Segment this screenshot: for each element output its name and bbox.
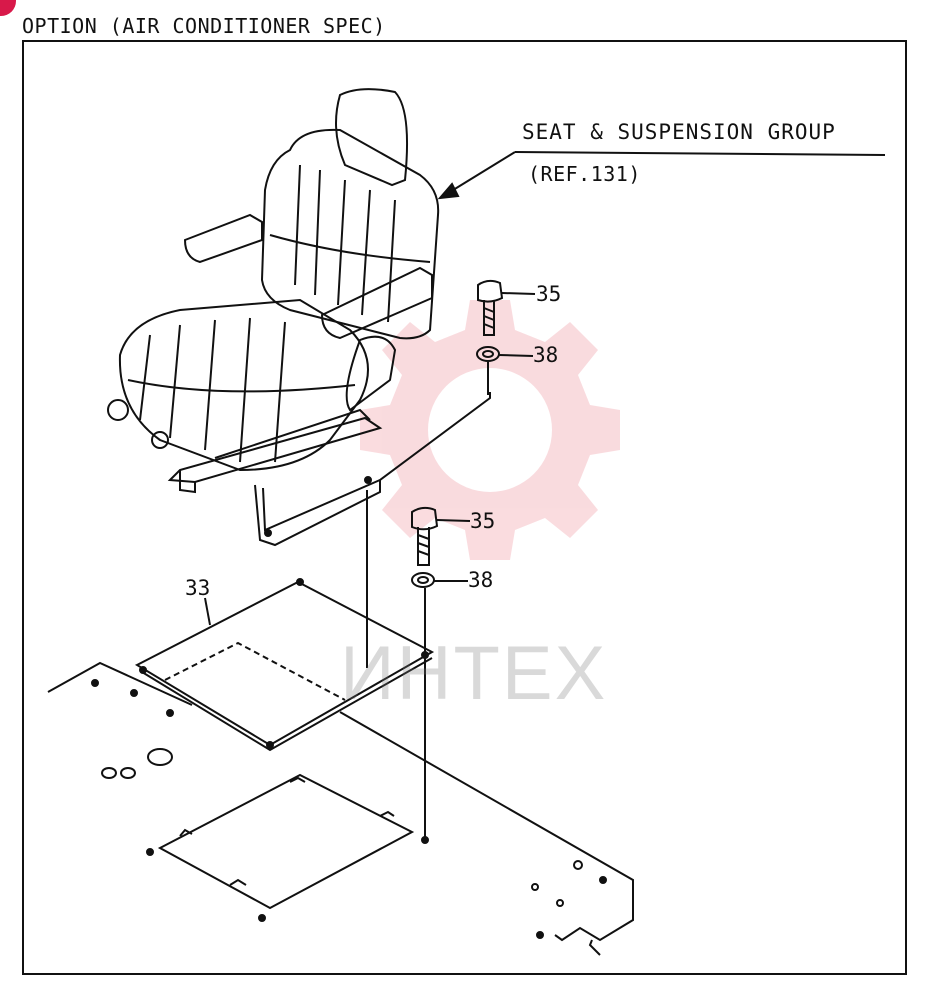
page-title: OPTION (AIR CONDITIONER SPEC) <box>22 14 386 38</box>
callout-leader <box>437 151 886 200</box>
part-label-35-lower: 35 <box>470 509 496 533</box>
part-label-33: 33 <box>185 576 211 600</box>
floor-panel <box>47 661 634 956</box>
washer-upper-icon <box>476 346 534 395</box>
seat-assembly <box>107 88 491 547</box>
diagram-frame <box>22 40 907 975</box>
bolt-upper-icon <box>477 279 536 336</box>
callout-reference: (REF.131) <box>528 162 641 186</box>
watermark-text: ИНТЕХ <box>340 631 608 716</box>
bolt-lower-icon <box>411 506 471 566</box>
part-label-35-upper: 35 <box>536 282 562 306</box>
part-label-38-lower: 38 <box>468 568 494 592</box>
washer-lower-icon <box>366 490 468 838</box>
watermark-gear-icon <box>360 300 620 560</box>
cover-plate-33 <box>134 578 435 752</box>
callout-title: SEAT & SUSPENSION GROUP <box>522 120 836 144</box>
part-label-38-upper: 38 <box>533 343 559 367</box>
